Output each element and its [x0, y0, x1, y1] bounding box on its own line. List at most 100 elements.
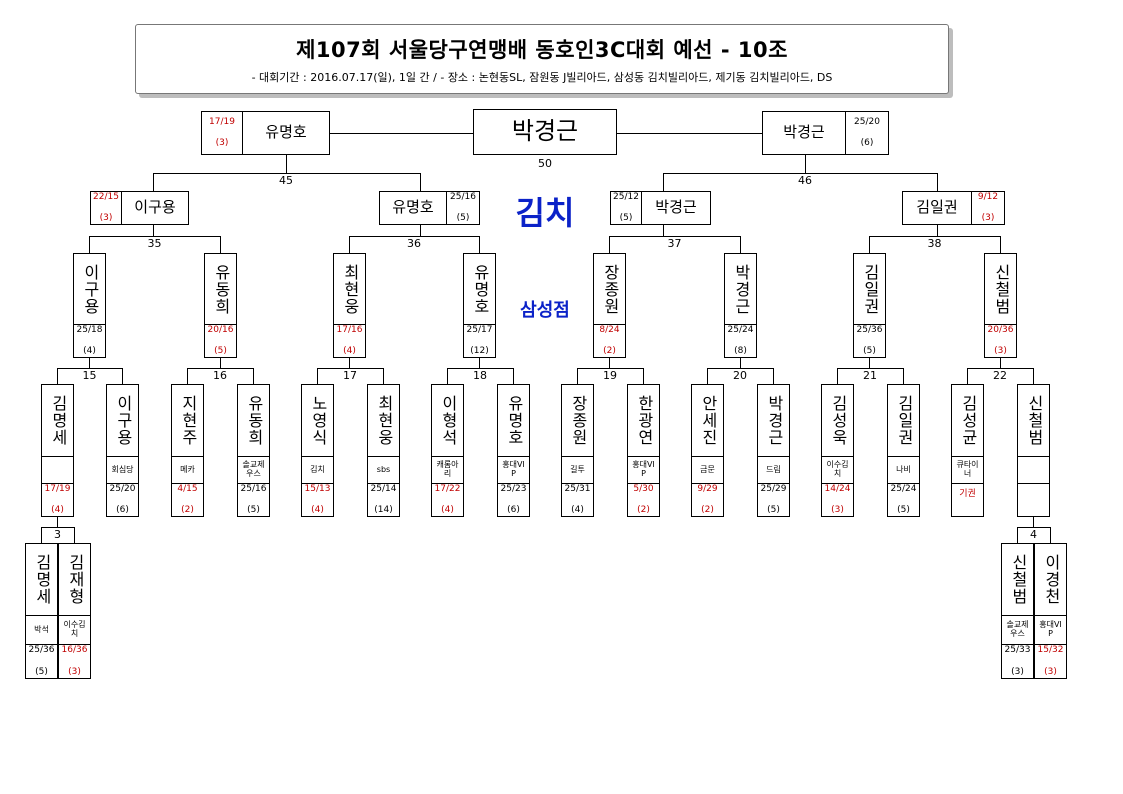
score-cell: 25/23(6) [497, 483, 530, 517]
bracket-line [663, 173, 664, 192]
score: 4/15 [177, 483, 198, 494]
club-cell: 금문 [691, 456, 724, 484]
player-name: 안세진 [698, 395, 718, 446]
player-name: 김성욱 [828, 395, 848, 446]
player-name-vertical: 노영식 [301, 384, 334, 457]
player-name: 김재형 [65, 554, 85, 605]
club-cell: 캐롬아리 [431, 456, 464, 484]
score: 15/13 [304, 483, 331, 494]
score-cell: 25/20(6) [845, 111, 889, 155]
finalist-left-name: 유명호 [242, 111, 330, 155]
bracket-line [643, 368, 644, 385]
innings: (5) [863, 346, 876, 357]
player-name-vertical: 한광연 [627, 384, 660, 457]
bracket-line [707, 368, 774, 369]
innings: (3) [1044, 666, 1057, 677]
player-name: 김명세 [32, 554, 52, 605]
player-name-vertical: 김일권 [853, 253, 886, 325]
club-cell: 큐타이너 [951, 456, 984, 484]
club-cell: 솔교제우스 [237, 456, 270, 484]
innings: (12) [470, 346, 489, 357]
bracket-line [220, 358, 221, 369]
bracket-line [479, 236, 480, 254]
match-number: 16 [213, 369, 227, 382]
score: 17/19 [209, 116, 235, 127]
club-cell: 회심당 [106, 456, 139, 484]
match-number: 18 [473, 369, 487, 382]
page-subtitle: - 대회기간 : 2016.07.17(일), 1일 간 / - 장소 : 논현… [251, 71, 833, 84]
bracket-line [1033, 517, 1034, 528]
club-cell: 메카 [171, 456, 204, 484]
club-cell: 김치 [301, 456, 334, 484]
score-cell: 17/16(4) [333, 324, 366, 358]
bracket-line [1033, 368, 1034, 385]
bracket-line [253, 368, 254, 385]
bracket-line [707, 368, 708, 385]
match-number: 38 [927, 237, 942, 250]
score-cell: 15/32(3) [1034, 644, 1067, 679]
player-name-vertical: 박경근 [757, 384, 790, 457]
player-name-vertical: 김명세 [25, 543, 58, 616]
innings: (2) [603, 346, 616, 357]
club-cell [41, 456, 74, 484]
score: 25/31 [564, 483, 591, 494]
venue-branch-label: 삼성점 [520, 300, 570, 321]
club-name: 홍대VIP [632, 460, 655, 478]
club-name: 이수김치 [826, 460, 849, 478]
bracket-line [967, 368, 968, 385]
bracket-line [349, 236, 350, 254]
club-name: 홍대VIP [1039, 620, 1062, 638]
club-name: 이수김치 [63, 620, 86, 638]
score: 20/36 [987, 324, 1014, 335]
club-name: 박석 [34, 624, 49, 634]
score: 25/33 [1004, 645, 1031, 656]
club-cell: 박석 [25, 615, 58, 645]
club-name: 김치 [310, 464, 325, 474]
innings: (2) [181, 505, 194, 516]
innings: (5) [619, 213, 633, 224]
score-cell: 25/29(5) [757, 483, 790, 517]
bracket-line [609, 236, 610, 254]
score: 25/17 [466, 324, 493, 335]
bracket-line [383, 368, 384, 385]
player-name-vertical: 김재형 [58, 543, 91, 616]
player-name-vertical: 김성욱 [821, 384, 854, 457]
bracket-line [837, 368, 904, 369]
score-cell: 25/31(4) [561, 483, 594, 517]
innings: (5) [35, 666, 48, 677]
club-name: 솔교제우스 [1006, 620, 1029, 638]
bracket-line [577, 368, 644, 369]
player-name-vertical: 유명호 [463, 253, 496, 325]
player-name-vertical: 유동희 [204, 253, 237, 325]
innings: (3) [831, 505, 844, 516]
player-name-vertical: 김일권 [887, 384, 920, 457]
score: 25/18 [76, 324, 103, 335]
score: 25/36 [28, 645, 55, 656]
score-cell: 25/14(14) [367, 483, 400, 517]
score: 14/24 [824, 483, 851, 494]
player-name: 유명호 [470, 263, 490, 315]
score: 22/15 [93, 191, 119, 202]
innings: (6) [860, 138, 874, 149]
match-number: 17 [343, 369, 357, 382]
score-cell: 17/19(4) [41, 483, 74, 517]
bracket-line [967, 368, 1034, 369]
innings: (5) [897, 505, 910, 516]
score-cell: 20/36(3) [984, 324, 1017, 358]
page-title: 제107회 서울당구연맹배 동호인3C대회 예선 - 10조 [296, 38, 788, 62]
bracket-line [153, 225, 154, 237]
score-cell: 25/24(5) [887, 483, 920, 517]
bracket-line [187, 368, 254, 369]
club-cell: 드림 [757, 456, 790, 484]
score-cell: 14/24 (3) [821, 483, 854, 517]
player-name: 유동희 [244, 395, 264, 446]
score-cell: 25/36 (5) [25, 644, 58, 679]
club-name: 금문 [700, 464, 715, 474]
bracket-line [41, 527, 75, 528]
bracket-line [513, 368, 514, 385]
match-number: 50 [538, 157, 552, 170]
match-number: 21 [863, 369, 877, 382]
player-name: 유동희 [211, 263, 231, 315]
finalist-right-name: 박경근 [762, 111, 846, 155]
